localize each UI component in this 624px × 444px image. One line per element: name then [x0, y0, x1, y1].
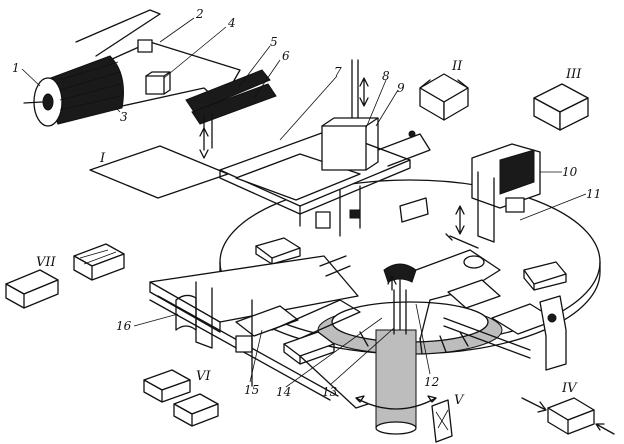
label-1: 1	[12, 61, 20, 75]
label-12: 12	[424, 375, 439, 389]
label-10: 10	[562, 165, 578, 179]
label-4: 4	[227, 16, 236, 30]
box-stage-ii	[419, 73, 469, 121]
label-6: 6	[282, 49, 290, 63]
folding-station	[219, 59, 431, 237]
label-15: 15	[244, 383, 259, 397]
leader-lines	[21, 17, 587, 388]
label-2: 2	[195, 7, 204, 21]
label-8: 8	[382, 69, 390, 83]
stage-label-v: V	[454, 393, 465, 408]
side-bracket	[443, 295, 567, 371]
stage-label-iv: IV	[561, 381, 578, 396]
label-13: 13	[322, 385, 338, 399]
pack-stage-v	[431, 399, 453, 443]
product-blocks	[255, 197, 567, 291]
box-stage-iii	[533, 83, 589, 131]
part-number-labels: 1 2 3 4 5 6 7 8 9 10 11 12 13 14 15 16	[12, 7, 601, 399]
stage-label-i: I	[99, 151, 106, 166]
finished-packs	[5, 243, 219, 427]
pack-stage-iv	[521, 397, 615, 435]
discharge-conveyor	[149, 255, 369, 409]
stage-label-vi: VI	[196, 369, 211, 384]
paper-blank-sheet	[89, 145, 229, 199]
pusher-unit	[445, 143, 541, 249]
feed-rollers	[185, 69, 277, 159]
transfer-rotor	[383, 249, 557, 341]
central-shaft	[355, 329, 437, 435]
label-16: 16	[116, 319, 132, 333]
paper-roll	[23, 55, 124, 127]
label-7: 7	[334, 65, 342, 79]
label-3: 3	[120, 110, 128, 124]
paper-web	[75, 9, 241, 109]
label-5: 5	[270, 35, 278, 49]
label-14: 14	[276, 385, 291, 399]
stage-labels: I II III IV V VI VII	[36, 59, 582, 408]
stage-label-ii: II	[451, 59, 463, 74]
stage-label-iii: III	[565, 67, 582, 82]
label-9: 9	[397, 81, 405, 95]
stage-label-vii: VII	[36, 255, 57, 270]
label-11: 11	[586, 187, 601, 201]
